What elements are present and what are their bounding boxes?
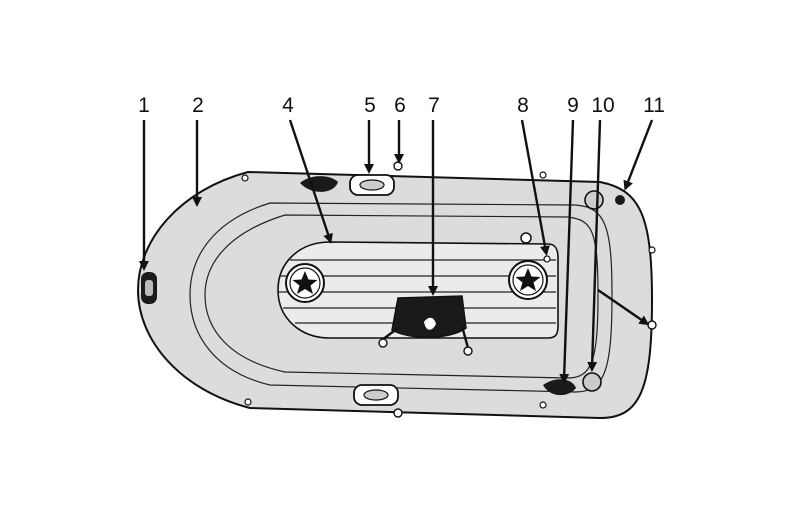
- floor-board: [277, 241, 559, 339]
- inner-tube-line: [189, 202, 613, 393]
- rope-ring: [539, 401, 547, 409]
- arrow-unlabeled: [597, 289, 650, 326]
- rope-ring: [378, 338, 388, 348]
- rope-ring: [393, 161, 403, 171]
- oarlock-top: [349, 174, 395, 196]
- rope-ring: [244, 398, 252, 406]
- rope-ring: [648, 246, 656, 254]
- star-icon: [285, 263, 325, 303]
- valve-small: [615, 195, 625, 205]
- valve-bottom: [582, 372, 602, 392]
- oarlock-bottom: [353, 384, 399, 406]
- star-icon: [508, 260, 548, 300]
- bow-handle: [141, 272, 157, 304]
- callout-label-8: 8: [517, 94, 529, 117]
- rope-ring: [647, 320, 657, 330]
- rope-ring: [463, 346, 473, 356]
- callout-label-1: 1: [138, 94, 150, 117]
- rope-ring: [241, 174, 249, 182]
- callout-label-6: 6: [394, 94, 406, 117]
- callout-label-11: 11: [643, 94, 665, 117]
- arrow-9: [559, 119, 575, 384]
- arrow-11: [623, 119, 654, 191]
- rope-ring: [393, 408, 403, 418]
- callout-label-5: 5: [364, 94, 376, 117]
- valve-top: [584, 190, 604, 210]
- seat: [381, 295, 470, 349]
- arrow-8: [520, 119, 550, 256]
- floor-valve-small: [543, 255, 551, 263]
- rope-ring: [539, 171, 547, 179]
- floor-valve: [520, 232, 532, 244]
- callout-label-10: 10: [591, 94, 614, 117]
- callout-label-4: 4: [282, 94, 294, 117]
- callout-label-2: 2: [192, 94, 204, 117]
- callout-label-7: 7: [428, 94, 440, 117]
- callout-label-9: 9: [567, 94, 579, 117]
- arrow-10: [587, 119, 602, 372]
- arrow-4: [288, 119, 333, 244]
- arrow-icon: [139, 119, 654, 384]
